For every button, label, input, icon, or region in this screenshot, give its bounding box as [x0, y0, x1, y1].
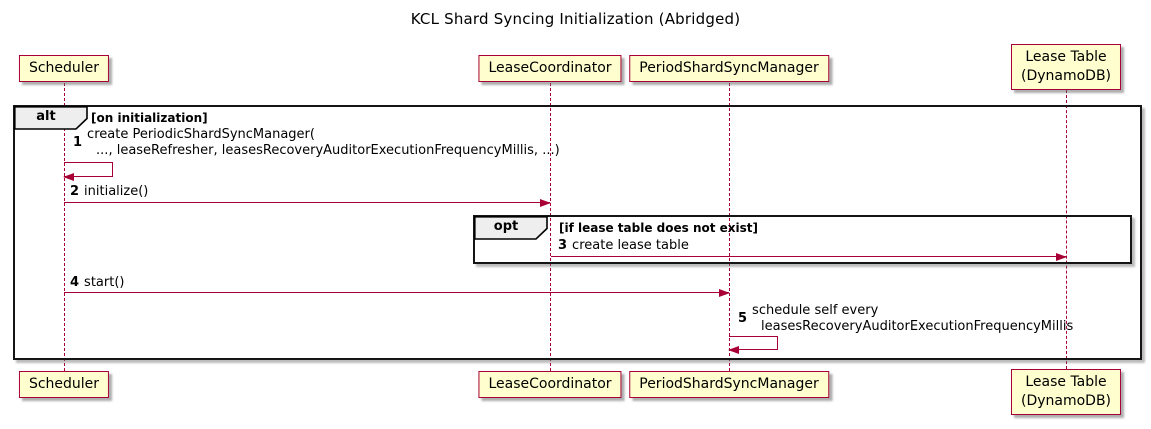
- message-4-arrowhead-icon: [719, 288, 730, 297]
- message-2-arrow: [64, 198, 551, 207]
- participant-label-line2: (DynamoDB): [1020, 68, 1112, 84]
- participant-label: LeaseCoordinator: [488, 376, 612, 392]
- message-3-label: 3 create lease table: [558, 238, 689, 253]
- alt-frame: alt [on initialization]: [13, 105, 1142, 360]
- message-2-number: 2: [70, 184, 80, 199]
- participant-scheduler-bottom: Scheduler: [18, 371, 110, 398]
- alt-frame-label-shape: [14, 106, 88, 130]
- message-2-text: initialize(): [84, 184, 149, 199]
- participant-leasetable-top: Lease Table (DynamoDB): [1010, 44, 1122, 90]
- message-3-text: create lease table: [572, 238, 689, 253]
- message-1-arrowhead-icon: [63, 172, 74, 181]
- participant-label-line2: (DynamoDB): [1020, 393, 1112, 409]
- message-5-text-line1: schedule self every: [752, 303, 879, 318]
- opt-condition-label: [if lease table does not exist]: [559, 221, 759, 235]
- lifeline-scheduler: [64, 83, 65, 371]
- message-1-self-arrow: [63, 162, 113, 181]
- message-5-number: 5: [738, 311, 748, 326]
- participant-periodshardsyncmanager-top: PeriodShardSyncManager: [629, 55, 829, 82]
- participant-leasecoordinator-bottom: LeaseCoordinator: [478, 371, 622, 398]
- participant-label: PeriodShardSyncManager: [639, 60, 819, 76]
- message-5-arrowhead-icon: [728, 345, 739, 354]
- participant-label: Scheduler: [28, 376, 100, 392]
- message-4-number: 4: [70, 275, 80, 290]
- message-1-label: 1 create PeriodicShardSyncManager( ..., …: [73, 127, 560, 158]
- message-4-text: start(): [84, 275, 125, 290]
- message-3-number: 3: [558, 238, 568, 253]
- lifeline-leasecoordinator: [550, 83, 551, 371]
- message-4-arrow: [64, 288, 730, 297]
- message-5-label: 5 schedule self every leasesRecoveryAudi…: [738, 303, 1073, 334]
- message-1-text-line2: ..., leaseRefresher, leasesRecoveryAudit…: [96, 142, 560, 158]
- opt-operator-label: opt: [493, 219, 519, 234]
- message-3-arrowhead-icon: [1056, 252, 1067, 261]
- participant-leasetable-bottom: Lease Table (DynamoDB): [1010, 369, 1122, 415]
- alt-condition-label: [on initialization]: [91, 111, 208, 125]
- message-5-self-arrow: [728, 336, 778, 354]
- participant-label: LeaseCoordinator: [488, 60, 612, 76]
- participant-label-line1: Lease Table: [1025, 374, 1107, 390]
- opt-frame-label-shape: [474, 216, 548, 240]
- participant-periodshardsyncmanager-bottom: PeriodShardSyncManager: [629, 371, 829, 398]
- message-4-label: 4 start(): [70, 275, 124, 290]
- lifeline-periodshardsyncmanager: [729, 83, 730, 371]
- alt-operator-label: alt: [36, 109, 56, 124]
- message-5-text-line2: leasesRecoveryAuditorExecutionFrequencyM…: [761, 318, 1074, 334]
- lifeline-leasetable: [1066, 90, 1067, 369]
- opt-frame: opt [if lease table does not exist]: [473, 215, 1132, 264]
- message-2-arrowhead-icon: [540, 198, 551, 207]
- message-2-label: 2 initialize(): [70, 184, 148, 199]
- diagram-title: KCL Shard Syncing Initialization (Abridg…: [410, 10, 741, 28]
- message-1-number: 1: [73, 135, 83, 150]
- participant-leasecoordinator-top: LeaseCoordinator: [478, 55, 622, 82]
- participant-label-line1: Lease Table: [1025, 49, 1107, 65]
- participant-label: Scheduler: [28, 60, 100, 76]
- message-1-text-line1: create PeriodicShardSyncManager(: [87, 127, 315, 142]
- participant-scheduler-top: Scheduler: [18, 55, 110, 82]
- participant-label: PeriodShardSyncManager: [639, 376, 819, 392]
- message-3-arrow: [551, 252, 1067, 261]
